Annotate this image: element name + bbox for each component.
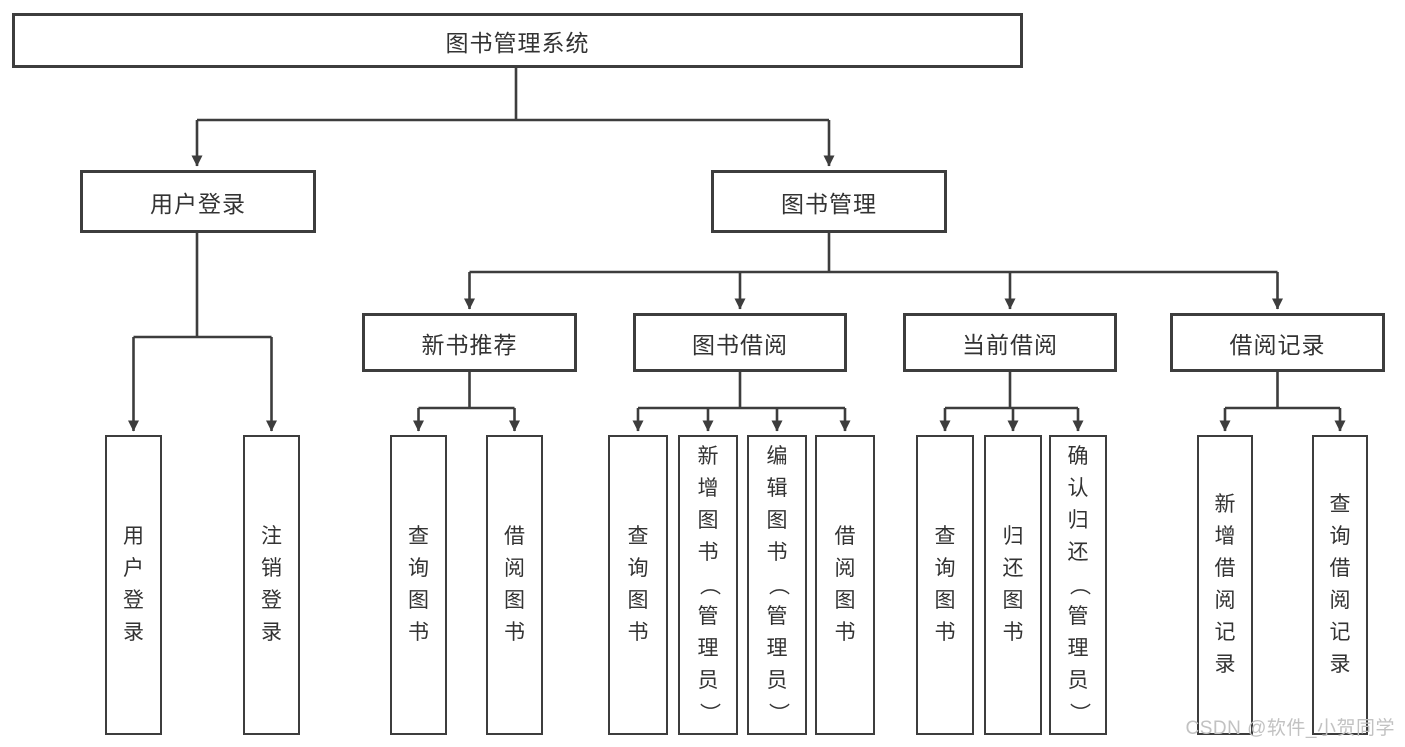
- leaf-user-login: 用户登录: [105, 435, 162, 735]
- leaf-label: 查询图书: [408, 524, 429, 645]
- leaf-logout: 注销登录: [243, 435, 300, 735]
- leaf-query-books-borrow: 查询图书: [608, 435, 668, 735]
- node-book-management: 图书管理: [711, 170, 947, 233]
- leaf-label: 新增图书（管理员）: [697, 444, 721, 724]
- node-borrowing-records: 借阅记录: [1170, 313, 1385, 372]
- node-label: 新书推荐: [421, 331, 518, 358]
- leaf-label: 新增借阅记录: [1214, 492, 1236, 677]
- node-library-management-system: 图书管理系统: [12, 13, 1023, 68]
- leaf-query-books-recommend: 查询图书: [390, 435, 447, 735]
- leaf-label: 用户登录: [123, 524, 144, 645]
- node-new-book-recommendation: 新书推荐: [362, 313, 577, 372]
- leaf-label: 查询图书: [627, 524, 649, 645]
- leaf-label: 归还图书: [1002, 524, 1024, 645]
- leaf-label: 注销登录: [261, 524, 282, 645]
- leaf-borrow-books-recommend: 借阅图书: [486, 435, 543, 735]
- leaf-label: 查询图书: [934, 524, 956, 645]
- leaf-query-borrow-record: 查询借阅记录: [1312, 435, 1368, 735]
- leaf-query-books-current: 查询图书: [916, 435, 974, 735]
- leaf-borrow-books: 借阅图书: [815, 435, 875, 735]
- leaf-label: 借阅图书: [834, 524, 856, 645]
- node-user-login: 用户登录: [80, 170, 316, 233]
- leaf-add-book-admin: 新增图书（管理员）: [678, 435, 738, 735]
- leaf-label: 查询借阅记录: [1329, 492, 1351, 677]
- node-current-borrowing: 当前借阅: [903, 313, 1117, 372]
- leaf-label: 编辑图书（管理员）: [766, 444, 790, 724]
- leaf-confirm-return-admin: 确认归还（管理员）: [1049, 435, 1107, 735]
- node-label: 借阅记录: [1229, 331, 1326, 358]
- leaf-edit-book-admin: 编辑图书（管理员）: [747, 435, 807, 735]
- node-label: 图书管理: [781, 190, 877, 217]
- node-label: 当前借阅: [962, 331, 1058, 358]
- leaf-return-book: 归还图书: [984, 435, 1042, 735]
- leaf-label: 借阅图书: [504, 524, 525, 645]
- node-label: 图书管理系统: [445, 29, 590, 56]
- node-book-borrowing: 图书借阅: [633, 313, 847, 372]
- leaf-add-borrow-record: 新增借阅记录: [1197, 435, 1253, 735]
- node-label: 用户登录: [150, 190, 246, 217]
- node-label: 图书借阅: [692, 331, 788, 358]
- leaf-label: 确认归还（管理员）: [1067, 444, 1091, 724]
- csdn-watermark: CSDN @软件_小贺同学: [1185, 718, 1395, 739]
